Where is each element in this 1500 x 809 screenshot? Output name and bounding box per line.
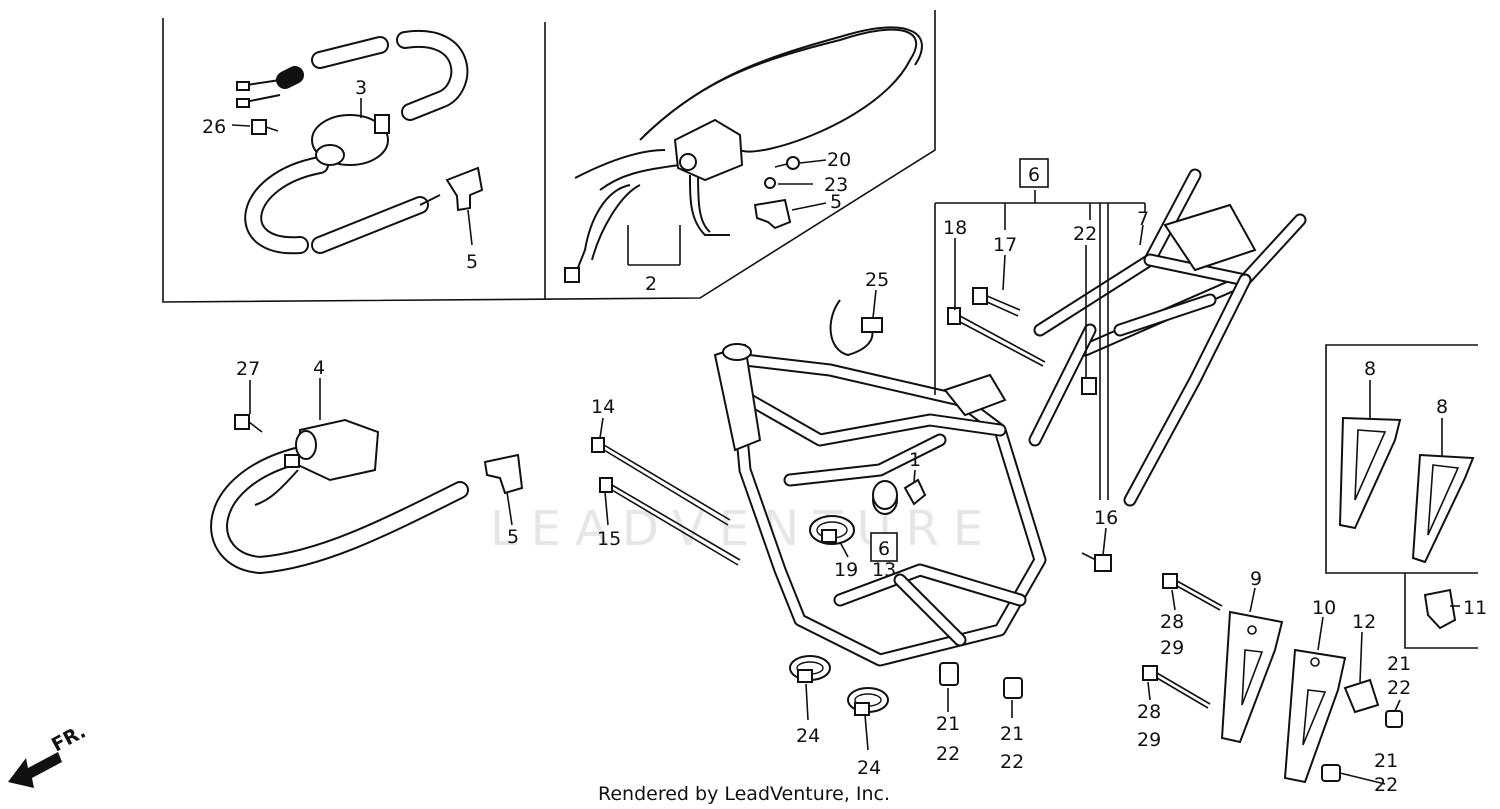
callout-22a: 22 [936,743,960,765]
ignition-coil-part-3[interactable] [236,29,469,255]
callout-15: 15 [597,528,621,550]
footpeg-bracket-part-8b[interactable] [1411,453,1475,564]
callout-23: 23 [824,174,848,196]
callout-24a: 24 [796,725,820,747]
bolt-part-17[interactable] [972,287,1021,317]
footpeg-bracket-part-8a[interactable] [1338,416,1402,530]
callout-8b: 8 [1436,396,1448,418]
callout-29b: 29 [1137,729,1161,751]
callout-5b: 5 [830,191,842,213]
cap-part-13[interactable] [872,480,898,510]
collar-part-1[interactable] [903,478,927,506]
callout-13: 13 [872,559,896,581]
nut-part-21b[interactable] [1003,677,1023,699]
callout-19: 19 [834,559,858,581]
front-direction-label: FR. [48,720,89,756]
nut-part-21a[interactable] [939,662,959,686]
watermark: LEADVENTURE [490,501,997,557]
clamp-part-25[interactable] [829,299,883,357]
callout-21c: 21 [1387,653,1411,675]
callout-20: 20 [827,149,851,171]
nut-part-21c[interactable] [1385,710,1403,728]
callout-22-top: 22 [1073,223,1097,245]
nut-part-22-upper[interactable] [1081,377,1097,395]
callout-21d: 21 [1374,750,1398,772]
inset-frame-top [162,10,936,303]
label-box-6-top [1019,158,1049,188]
callout-1: 1 [909,449,921,471]
bracket-part-9[interactable] [1220,610,1284,744]
clamp-part-24b[interactable] [847,687,889,716]
callout-5a: 5 [466,251,478,273]
callout-28a: 28 [1160,611,1184,633]
nut-part-21d[interactable] [1321,764,1341,782]
inset-frame-right [1325,344,1478,649]
bolt-part-28a[interactable] [1162,573,1223,611]
callout-6-mid: 6 [878,538,890,560]
spark-plug-cap-part-5c[interactable] [483,453,524,495]
callout-29a: 29 [1160,637,1184,659]
spark-plug-cap-part-5a[interactable] [445,166,484,212]
spark-plug-cap-part-5b[interactable] [753,198,792,230]
main-frame[interactable] [713,343,1047,667]
callout-6-top: 6 [1028,164,1040,186]
callout-25: 25 [865,269,889,291]
callout-27: 27 [236,358,260,380]
label-box-6-mid [870,532,898,562]
callout-24b: 24 [857,757,881,779]
callout-18: 18 [943,217,967,239]
washer-part-23[interactable] [764,177,776,189]
callout-22d: 22 [1374,774,1398,796]
bolt-part-16[interactable] [1081,552,1112,572]
wiring-harness-part-2[interactable] [564,26,923,283]
front-direction-arrow-icon [8,752,62,788]
callout-12: 12 [1352,611,1376,633]
bolt-part-28b[interactable] [1142,665,1211,709]
callout-22c: 22 [1387,677,1411,699]
bolt-part-14[interactable] [591,437,731,526]
callout-17: 17 [993,234,1017,256]
clamp-part-24a[interactable] [789,655,831,683]
callout-4: 4 [313,357,325,379]
bolt-part-27[interactable] [234,414,263,433]
callout-16: 16 [1094,507,1118,529]
callout-7: 7 [1137,208,1149,230]
callout-8a: 8 [1364,358,1376,380]
collar-part-11[interactable] [1423,588,1457,630]
bolt-part-12[interactable] [1343,678,1380,714]
callout-26: 26 [202,116,226,138]
rear-subframe-part-7[interactable] [1028,168,1307,507]
bolt-part-26[interactable] [251,119,279,135]
footer-credit: Rendered by LeadVenture, Inc. [598,783,890,805]
callout-22b: 22 [1000,751,1024,773]
callout-28b: 28 [1137,701,1161,723]
callout-10: 10 [1312,597,1336,619]
callout-3: 3 [355,77,367,99]
callout-2: 2 [645,273,657,295]
clamp-part-19[interactable] [809,515,855,545]
callout-9: 9 [1250,568,1262,590]
callout-21b: 21 [1000,723,1024,745]
callout-5c: 5 [507,526,519,548]
callout-14: 14 [591,396,615,418]
screw-part-20[interactable] [774,156,800,170]
callout-21a: 21 [936,713,960,735]
ignition-coil-part-4[interactable] [210,418,469,575]
bolt-part-15[interactable] [599,477,741,566]
bolt-part-18[interactable] [947,307,1046,367]
callout-11: 11 [1463,597,1487,619]
leader-lines [231,98,1460,785]
bracket-part-10[interactable] [1283,648,1347,784]
